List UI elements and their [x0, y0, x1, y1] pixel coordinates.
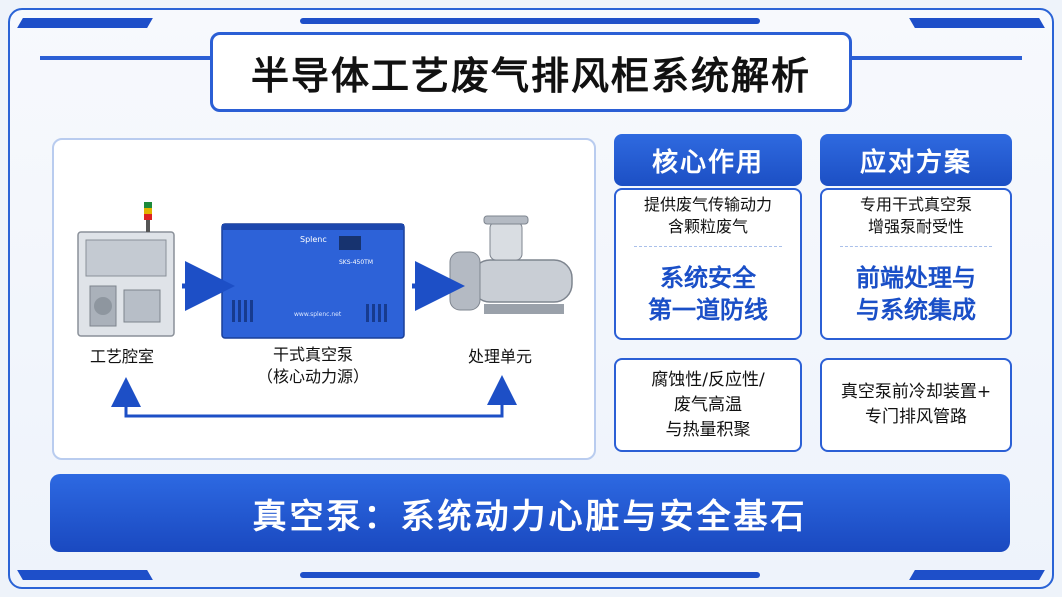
page-title: 半导体工艺废气排风柜系统解析 [250, 53, 811, 98]
countermeasures-big-line2: 与系统集成 [856, 296, 976, 324]
node-label-pump-line1: 干式真空泵 [272, 345, 353, 364]
core-function-top-line2: 含颗粒废气 [667, 217, 748, 236]
node-label-pump-line2: （核心动力源） [256, 367, 369, 386]
bottom-right-stripe [909, 570, 1045, 580]
risk-line1: 腐蚀性/反应性/ [651, 369, 765, 390]
countermeasures-solution-box: 真空泵前冷却装置+ 专门排风管路 [820, 358, 1012, 452]
node-label-treatment: 处理单元 [468, 347, 533, 366]
risk-line3: 与热量积聚 [665, 419, 751, 440]
core-function-top-line1: 提供废气传输动力 [643, 195, 772, 214]
bottom-left-stripe [17, 570, 153, 580]
countermeasures-top-line1: 专用干式真空泵 [859, 195, 972, 214]
pump-model: SKS-450TM [339, 259, 373, 266]
process-chamber-icon [77, 202, 175, 337]
summary-banner-text: 真空泵：系统动力心脏与安全基石 [252, 496, 808, 537]
column-header-core-function: 核心作用 [614, 134, 802, 186]
column-core-function-body: 提供废气传输动力 含颗粒废气 系统安全 第一道防线 [614, 188, 802, 340]
core-function-risk-box: 腐蚀性/反应性/ 废气高温 与热量积聚 [614, 358, 802, 452]
countermeasures-divider [840, 246, 992, 248]
node-label-chamber: 工艺腔室 [90, 347, 155, 366]
countermeasures-big-line1: 前端处理与 [856, 264, 976, 292]
title-wing-left [40, 56, 210, 60]
return-loop-arrow [111, 377, 504, 418]
pump-brand: Splenc [300, 235, 327, 244]
column-header-countermeasures: 应对方案 [820, 134, 1012, 186]
bottom-rule [300, 572, 760, 578]
top-rule [300, 18, 760, 24]
treatment-unit-icon [449, 215, 573, 314]
top-right-stripe [909, 18, 1045, 28]
solution-line2: 专门排风管路 [865, 407, 967, 427]
title-wing-right [852, 56, 1022, 60]
solution-line1: 真空泵前冷却装置+ [840, 382, 992, 402]
node-label-pump: 干式真空泵 （核心动力源） [254, 344, 372, 388]
title-plate: 半导体工艺废气排风柜系统解析 [210, 32, 852, 112]
summary-banner: 真空泵：系统动力心脏与安全基石 [50, 474, 1010, 552]
core-function-divider [634, 246, 782, 248]
dry-vacuum-pump-icon: Splenc SKS-450TM www.splenc.net [221, 223, 405, 339]
pump-website: www.splenc.net [294, 311, 342, 318]
flow-diagram: Splenc SKS-450TM www.splenc.net [77, 202, 573, 418]
core-function-big-line1: 系统安全 [660, 264, 756, 292]
column-countermeasures-body: 专用干式真空泵 增强泵耐受性 前端处理与 与系统集成 [820, 188, 1012, 340]
top-left-stripe [17, 18, 153, 28]
core-function-big-line2: 第一道防线 [648, 296, 768, 324]
countermeasures-top-line2: 增强泵耐受性 [867, 217, 964, 236]
flow-diagram-panel: Splenc SKS-450TM www.splenc.net 工艺腔室 干式真… [52, 138, 596, 460]
risk-line2: 废气高温 [674, 394, 742, 415]
